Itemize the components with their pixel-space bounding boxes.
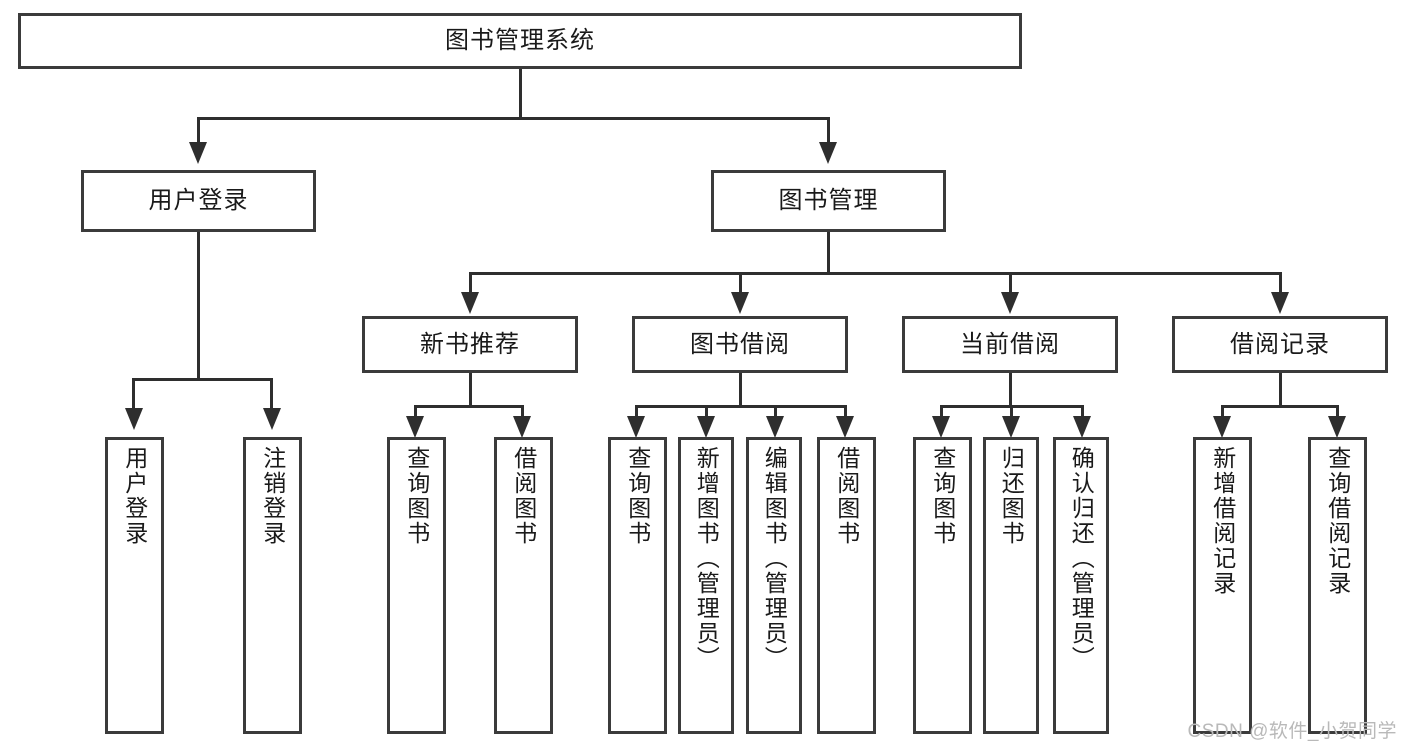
node-label: 借阅记录 bbox=[1230, 330, 1330, 358]
arrow-leaf-borrow-book-1 bbox=[513, 416, 531, 438]
connector-root-stem bbox=[519, 69, 522, 119]
connector-book-manage-stem bbox=[827, 232, 830, 274]
connector-new-book-drop-1 bbox=[414, 405, 417, 421]
connector-book-borrow-drop-2 bbox=[705, 405, 708, 421]
node-leaf-add-book[interactable]: 新增图书（管理员） bbox=[678, 437, 734, 734]
node-book-manage[interactable]: 图书管理 bbox=[711, 170, 946, 232]
node-borrow-record[interactable]: 借阅记录 bbox=[1172, 316, 1388, 373]
node-leaf-query-record[interactable]: 查询借阅记录 bbox=[1308, 437, 1367, 734]
node-current-borrow[interactable]: 当前借阅 bbox=[902, 316, 1118, 373]
node-leaf-confirm-return[interactable]: 确认归还（管理员） bbox=[1053, 437, 1109, 734]
arrow-leaf-logout-login bbox=[263, 408, 281, 430]
arrow-to-book-manage bbox=[819, 142, 837, 164]
connector-current-borrow-drop-3 bbox=[1081, 405, 1084, 421]
node-leaf-borrow-book-1[interactable]: 借阅图书 bbox=[494, 437, 553, 734]
node-new-book-recommend[interactable]: 新书推荐 bbox=[362, 316, 578, 373]
node-label: 图书管理 bbox=[778, 187, 879, 214]
arrow-leaf-query-book-3 bbox=[932, 416, 950, 438]
connector-book-borrow-stem bbox=[739, 373, 742, 407]
connector-borrow-record-drop-1 bbox=[1221, 405, 1224, 421]
arrow-to-book-borrow bbox=[731, 292, 749, 314]
arrow-to-user-login bbox=[189, 142, 207, 164]
connector-user-login-bus bbox=[133, 378, 273, 381]
node-user-login[interactable]: 用户登录 bbox=[81, 170, 316, 232]
connector-to-book-borrow bbox=[739, 272, 742, 296]
connector-new-book-stem bbox=[469, 373, 472, 407]
node-label: 用户登录 bbox=[148, 187, 249, 214]
node-label: 新增借阅记录 bbox=[1209, 446, 1236, 596]
node-leaf-query-book-3[interactable]: 查询图书 bbox=[913, 437, 972, 734]
connector-tier2-bus bbox=[198, 117, 830, 120]
node-leaf-borrow-book-2[interactable]: 借阅图书 bbox=[817, 437, 876, 734]
connector-new-book-bus bbox=[415, 405, 523, 408]
connector-to-current-borrow bbox=[1009, 272, 1012, 296]
node-label: 新书推荐 bbox=[420, 330, 520, 358]
node-label: 查询借阅记录 bbox=[1324, 446, 1351, 596]
connector-user-login-stem bbox=[197, 232, 200, 380]
node-root-system[interactable]: 图书管理系统 bbox=[18, 13, 1022, 69]
arrow-leaf-return-book bbox=[1002, 416, 1020, 438]
node-label: 当前借阅 bbox=[960, 330, 1060, 358]
connector-current-borrow-stem bbox=[1009, 373, 1012, 407]
connector-book-borrow-bus bbox=[636, 405, 847, 408]
connector-borrow-record-bus bbox=[1222, 405, 1338, 408]
connector-current-borrow-drop-2 bbox=[1010, 405, 1013, 421]
node-label: 归还图书 bbox=[998, 446, 1025, 546]
connector-user-login-drop-2 bbox=[270, 378, 273, 410]
node-label: 借阅图书 bbox=[833, 446, 860, 546]
connector-current-borrow-drop-1 bbox=[940, 405, 943, 421]
connector-book-borrow-drop-4 bbox=[844, 405, 847, 421]
connector-book-borrow-drop-1 bbox=[635, 405, 638, 421]
node-label: 编辑图书（管理员） bbox=[761, 446, 788, 671]
arrow-leaf-confirm-return bbox=[1073, 416, 1091, 438]
connector-to-borrow-record bbox=[1279, 272, 1282, 296]
arrow-leaf-edit-book bbox=[766, 416, 784, 438]
arrow-leaf-borrow-book-2 bbox=[836, 416, 854, 438]
node-label: 注销登录 bbox=[259, 446, 286, 546]
node-leaf-return-book[interactable]: 归还图书 bbox=[983, 437, 1039, 734]
connector-borrow-record-stem bbox=[1279, 373, 1282, 407]
connector-to-book-manage bbox=[827, 117, 830, 147]
node-label: 查询图书 bbox=[403, 446, 430, 546]
node-leaf-edit-book[interactable]: 编辑图书（管理员） bbox=[746, 437, 802, 734]
connector-borrow-record-drop-2 bbox=[1336, 405, 1339, 421]
node-label: 新增图书（管理员） bbox=[693, 446, 720, 671]
connector-to-user-login bbox=[197, 117, 200, 147]
watermark: CSDN @软件_小贺同学 bbox=[1187, 721, 1397, 742]
node-leaf-add-record[interactable]: 新增借阅记录 bbox=[1193, 437, 1252, 734]
node-label: 用户登录 bbox=[121, 446, 148, 546]
arrow-leaf-add-book bbox=[697, 416, 715, 438]
node-label: 图书借阅 bbox=[690, 330, 790, 358]
node-label: 查询图书 bbox=[929, 446, 956, 546]
node-leaf-query-book-2[interactable]: 查询图书 bbox=[608, 437, 667, 734]
node-label: 借阅图书 bbox=[510, 446, 537, 546]
arrow-to-new-book-recommend bbox=[461, 292, 479, 314]
arrow-to-borrow-record bbox=[1271, 292, 1289, 314]
arrow-to-current-borrow bbox=[1001, 292, 1019, 314]
connector-new-book-drop-2 bbox=[521, 405, 524, 421]
connector-user-login-drop-1 bbox=[132, 378, 135, 410]
connector-tier3-bus bbox=[470, 272, 1281, 275]
node-leaf-query-book-1[interactable]: 查询图书 bbox=[387, 437, 446, 734]
node-label: 确认归还（管理员） bbox=[1068, 446, 1095, 671]
connector-book-borrow-drop-3 bbox=[774, 405, 777, 421]
arrow-leaf-query-book-1 bbox=[406, 416, 424, 438]
connector-to-new-book-recommend bbox=[469, 272, 472, 296]
node-label: 图书管理系统 bbox=[445, 27, 595, 54]
arrow-leaf-user-login bbox=[125, 408, 143, 430]
arrow-leaf-add-record bbox=[1213, 416, 1231, 438]
arrow-leaf-query-record bbox=[1328, 416, 1346, 438]
node-book-borrow[interactable]: 图书借阅 bbox=[632, 316, 848, 373]
node-label: 查询图书 bbox=[624, 446, 651, 546]
node-leaf-user-login[interactable]: 用户登录 bbox=[105, 437, 164, 734]
arrow-leaf-query-book-2 bbox=[627, 416, 645, 438]
node-leaf-logout-login[interactable]: 注销登录 bbox=[243, 437, 302, 734]
